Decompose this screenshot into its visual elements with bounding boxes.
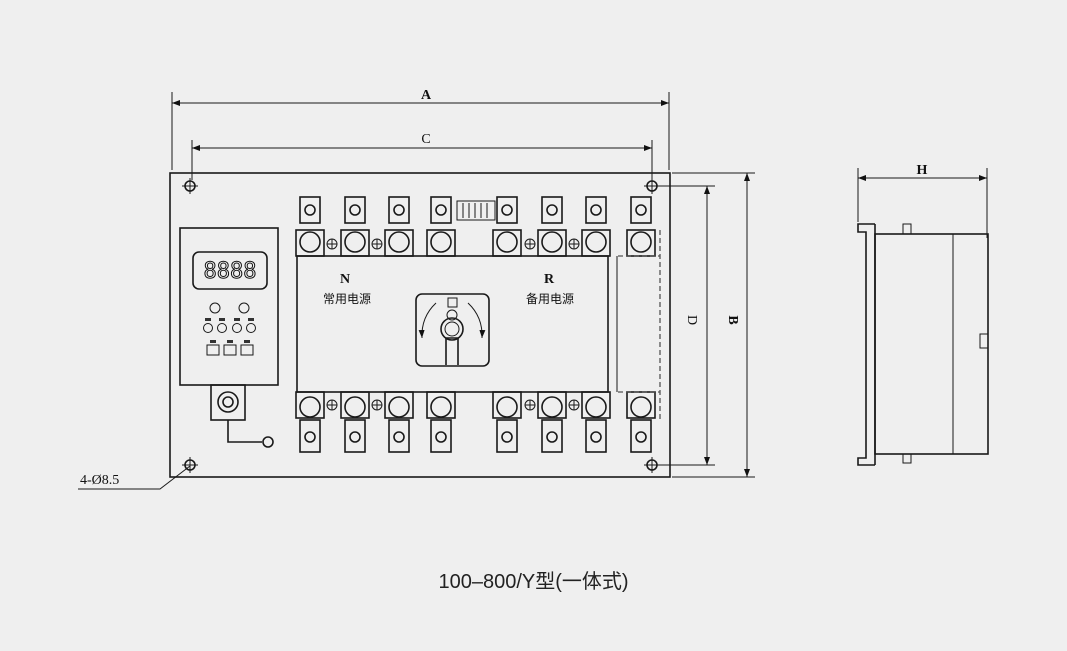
breaker-terminals (295, 196, 656, 453)
mounting-holes (182, 178, 660, 473)
controller-button-icon (232, 318, 242, 333)
rotary-handle[interactable] (415, 293, 490, 367)
dimension-a-label: A (421, 88, 432, 103)
dimension-a: A (171, 88, 670, 170)
terminal (626, 196, 656, 453)
mounting-plate (169, 172, 671, 478)
controller-key-icon (240, 340, 254, 356)
caption: 100–800/Y型(一体式) (438, 571, 629, 593)
dimension-h-label: H (917, 163, 928, 178)
controller-button-icon (217, 318, 227, 333)
aux-contact (456, 200, 496, 221)
screw-icon (326, 399, 338, 411)
terminal (537, 196, 567, 453)
controller-key-icon (206, 340, 220, 356)
terminal (581, 196, 611, 453)
holes-label: 4-Ø8.5 (80, 473, 119, 488)
dimension-b: B (672, 172, 755, 478)
screw-icon (568, 399, 580, 411)
dimension-d: D (660, 185, 715, 466)
normal-source-letter: N (340, 272, 350, 287)
terminal (295, 196, 325, 453)
screw-icon (371, 399, 383, 411)
controller-button-icon (203, 318, 213, 333)
terminal (340, 196, 370, 453)
mounting-hole-icon (182, 457, 198, 473)
breaker-body (296, 255, 609, 393)
dimension-b-label: B (725, 315, 740, 324)
reserve-source-letter: R (544, 272, 555, 287)
screw-icon (568, 238, 580, 250)
mounting-hole-icon (644, 457, 660, 473)
reserve-source-label: 备用电源 (526, 292, 574, 306)
controller-key-icon (223, 340, 237, 356)
side-view: H (857, 163, 989, 466)
screw-icon (524, 399, 536, 411)
mounting-hole-icon (182, 178, 198, 194)
controller-display: 8888 (204, 259, 257, 284)
indicator-icon (209, 302, 221, 314)
controller-button-icon (246, 318, 256, 333)
terminal (426, 196, 456, 453)
holes-leader: 4-Ø8.5 (78, 465, 191, 490)
screw-icon (524, 238, 536, 250)
terminal (492, 196, 522, 453)
controller: 8888 (179, 227, 279, 448)
connector-icon (210, 384, 246, 421)
dimension-c-label: C (421, 132, 430, 147)
screw-icon (326, 238, 338, 250)
mounting-hole-icon (644, 178, 660, 194)
indicator-icon (238, 302, 250, 314)
dimension-d-label: D (684, 315, 699, 325)
screw-icon (371, 238, 383, 250)
terminal (384, 196, 414, 453)
normal-source-label: 常用电源 (323, 292, 371, 306)
